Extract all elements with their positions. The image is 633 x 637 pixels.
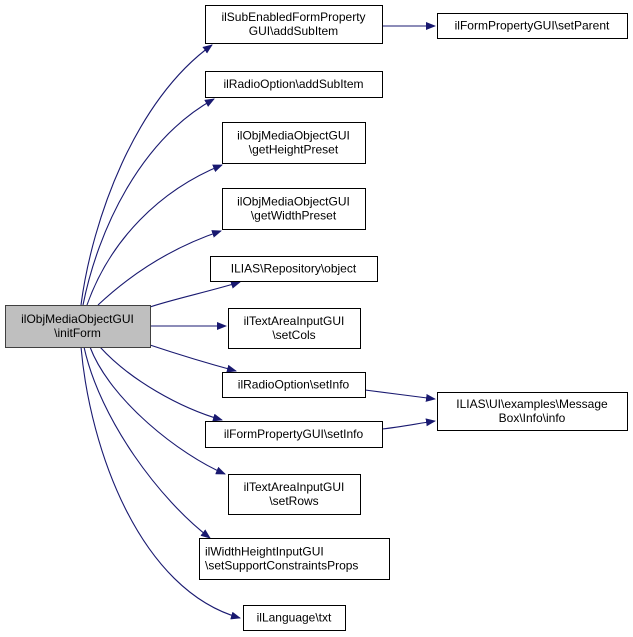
node-label-line: ilObjMediaObjectGUI (21, 312, 134, 326)
node-language-txt[interactable]: ilLanguage\txt (243, 605, 346, 631)
node-label-line: GUI\addSubItem (249, 24, 338, 38)
node-label-line: \getHeightPreset (249, 143, 339, 157)
node-box (243, 605, 346, 631)
edge-root-to-widthheight-setsupport (83, 346, 211, 539)
node-label-line: \setRows (269, 494, 318, 508)
node-label-line: ilRadioOption\setInfo (238, 378, 350, 392)
node-label-line: ilObjMediaObjectGUI (237, 195, 350, 209)
node-widthheight-setsupport[interactable]: ilWidthHeightInputGUI\setSupportConstrai… (199, 538, 390, 580)
node-getwidthpreset[interactable]: ilObjMediaObjectGUI\getWidthPreset (222, 188, 366, 230)
node-label-line: ilFormPropertyGUI\setInfo (224, 427, 364, 441)
node-label-line: \setCols (272, 328, 315, 342)
node-label-line: ilObjMediaObjectGUI (237, 129, 350, 143)
edge-root-to-radiooption-setinfo (149, 344, 237, 373)
edge-radiooption-setinfo-to-messagebox-info (364, 389, 436, 402)
edge-formproperty-setinfo-to-messagebox-info (381, 418, 436, 430)
node-box (228, 474, 361, 515)
node-label-line: Box\Info\info (499, 411, 566, 425)
node-box (228, 308, 361, 349)
edge-root-to-language-txt (80, 346, 241, 620)
node-box (437, 392, 628, 431)
node-label-line: ILIAS\Repository\object (231, 262, 357, 276)
node-textarea-setcols[interactable]: ilTextAreaInputGUI\setCols (228, 308, 361, 349)
node-box (205, 421, 383, 448)
node-box (222, 372, 366, 398)
node-formproperty-setparent[interactable]: ilFormPropertyGUI\setParent (437, 13, 628, 39)
edge-root-to-radiooption-addsubitem (82, 98, 215, 306)
edge-root-to-subenabled-addsubitem (80, 44, 213, 306)
node-label-line: ilFormPropertyGUI\setParent (455, 19, 610, 33)
node-label-line: ilLanguage\txt (257, 611, 332, 625)
edge-root-to-getwidthpreset (97, 230, 222, 306)
nodes-layer: ilObjMediaObjectGUI\initFormilSubEnabled… (5, 5, 628, 631)
node-label-line: \setSupportConstraintsProps (205, 559, 358, 573)
node-label-line: ilWidthHeightInputGUI (205, 545, 324, 559)
node-box (210, 256, 378, 282)
node-label-line: \initForm (54, 326, 101, 340)
node-box (205, 71, 383, 98)
node-repository-object[interactable]: ILIAS\Repository\object (210, 256, 378, 282)
edge-root-to-textarea-setrows (89, 346, 226, 475)
edge-root-to-formproperty-setinfo (99, 346, 223, 422)
node-label-line: ILIAS\UI\examples\Message (456, 397, 608, 411)
node-label-line: ilSubEnabledFormProperty (221, 10, 365, 24)
node-label-line: ilTextAreaInputGUI (244, 480, 345, 494)
node-radiooption-addsubitem[interactable]: ilRadioOption\addSubItem (205, 71, 383, 98)
node-box (222, 122, 366, 164)
node-box (222, 188, 366, 230)
node-root[interactable]: ilObjMediaObjectGUI\initForm (5, 305, 151, 348)
node-getheightpreset[interactable]: ilObjMediaObjectGUI\getHeightPreset (222, 122, 366, 164)
edges-layer (80, 22, 436, 620)
node-radiooption-setinfo[interactable]: ilRadioOption\setInfo (222, 372, 366, 398)
node-box (437, 13, 628, 39)
node-box (205, 5, 383, 44)
node-formproperty-setinfo[interactable]: ilFormPropertyGUI\setInfo (205, 421, 383, 448)
node-box (5, 305, 151, 348)
node-textarea-setrows[interactable]: ilTextAreaInputGUI\setRows (228, 474, 361, 515)
node-label-line: \getWidthPreset (251, 209, 337, 223)
node-box (199, 538, 390, 580)
node-label-line: ilRadioOption\addSubItem (223, 77, 363, 91)
edge-root-to-repository-object (149, 280, 241, 308)
edge-root-to-getheightpreset (86, 164, 223, 306)
node-label-line: ilTextAreaInputGUI (244, 314, 345, 328)
